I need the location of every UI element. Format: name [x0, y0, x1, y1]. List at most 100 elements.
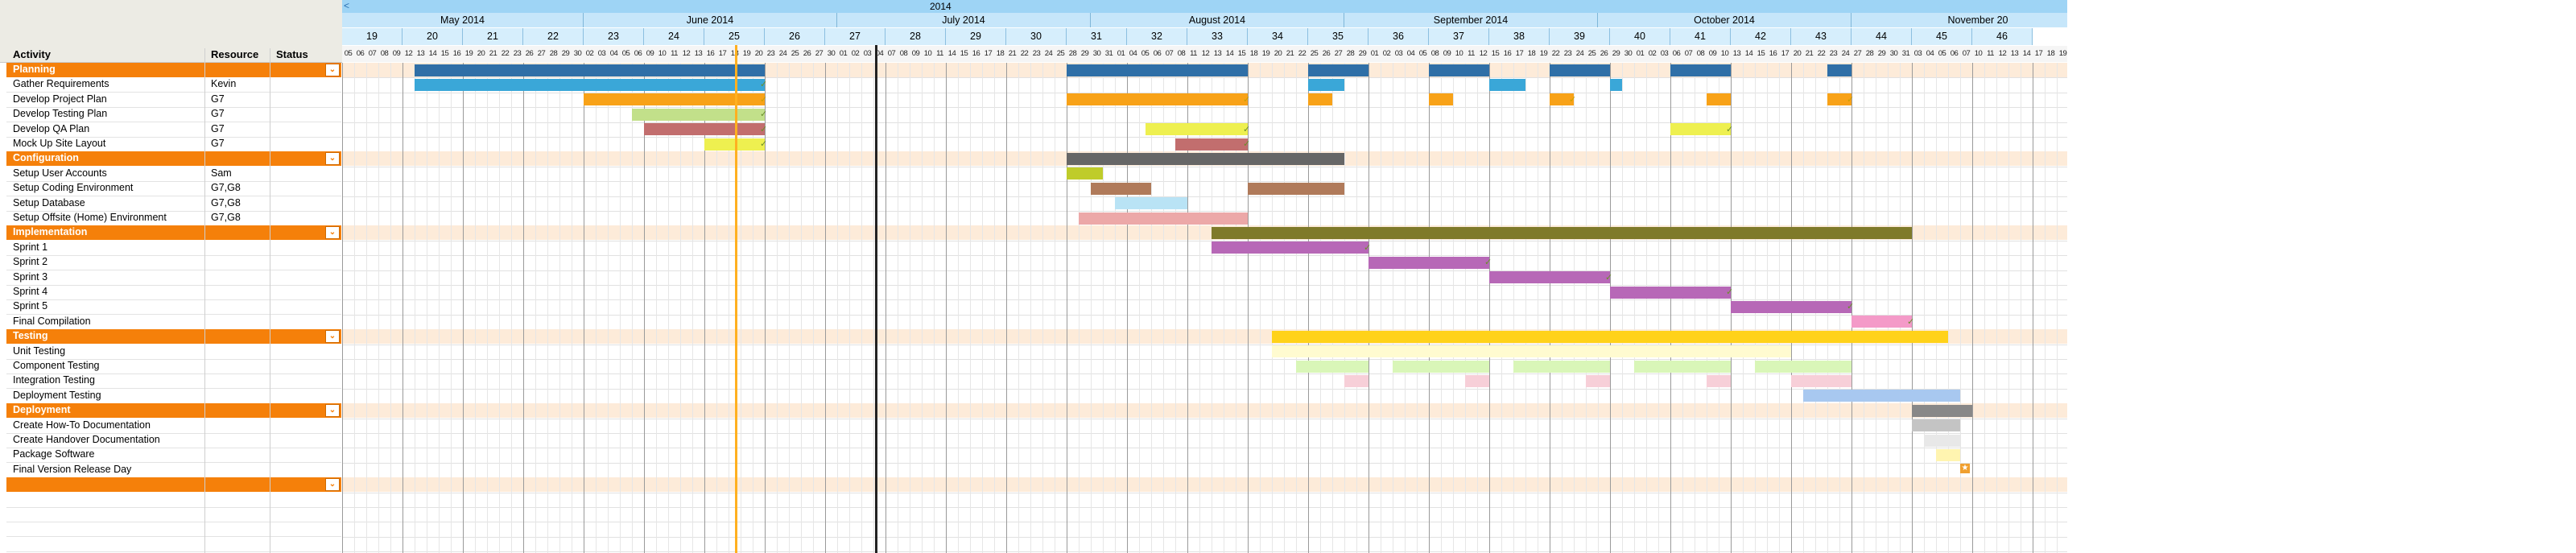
task-row[interactable]: Sprint 2 [6, 255, 341, 271]
collapse-chevron-icon[interactable]: ⌄ [325, 330, 340, 344]
task-row[interactable]: Component Testing [6, 359, 341, 374]
task-row[interactable]: Create Handover Documentation [6, 433, 341, 448]
collapse-chevron-icon[interactable]: ⌄ [325, 152, 340, 166]
task-bar[interactable] [1067, 93, 1248, 106]
task-bar[interactable] [584, 93, 765, 106]
task-bar[interactable] [1610, 286, 1731, 299]
task-row[interactable]: Package Software [6, 448, 341, 464]
task-bar[interactable] [1707, 374, 1731, 387]
task-bar[interactable] [1586, 374, 1610, 387]
task-bar[interactable] [1791, 374, 1852, 387]
task-bar[interactable] [415, 78, 765, 91]
task-bar[interactable] [1091, 182, 1151, 195]
release-star-icon[interactable]: ★ [1960, 464, 1970, 474]
task-bar[interactable] [1610, 78, 1622, 91]
task-bar[interactable] [644, 123, 765, 136]
column-header-status[interactable]: Status [276, 48, 308, 60]
column-divider[interactable] [204, 48, 205, 553]
task-bar[interactable] [1489, 78, 1525, 91]
task-bar[interactable] [1936, 448, 1960, 461]
task-bar[interactable] [1296, 360, 1368, 373]
group-row[interactable]: Planning⌄ [6, 63, 341, 77]
task-bar[interactable] [1308, 78, 1344, 91]
task-bar[interactable] [1368, 256, 1489, 269]
task-row[interactable]: Create How-To Documentation [6, 419, 341, 434]
task-bar[interactable] [1212, 226, 1912, 239]
task-row[interactable] [6, 537, 341, 552]
task-bar[interactable] [1429, 64, 1489, 76]
task-bar[interactable] [1344, 374, 1368, 387]
task-row[interactable] [6, 522, 341, 538]
task-bar[interactable] [1248, 182, 1344, 195]
task-bar[interactable] [1115, 197, 1187, 210]
task-bar[interactable] [1912, 404, 1972, 417]
task-bar[interactable] [632, 108, 765, 121]
task-bar[interactable] [1079, 212, 1248, 225]
collapse-chevron-icon[interactable]: ⌄ [325, 226, 340, 240]
column-header-resource[interactable]: Resource [211, 48, 259, 60]
task-bar[interactable] [1550, 64, 1610, 76]
task-bar[interactable] [1489, 271, 1610, 284]
task-bar[interactable] [1212, 241, 1368, 254]
task-bar[interactable] [1634, 360, 1731, 373]
chart-body[interactable]: ✓✓✓✓✓✓✓✓✓✓✓✓✓✓✓✓✓★ [342, 63, 2067, 553]
task-row[interactable]: Deployment Testing [6, 389, 341, 404]
task-bar[interactable] [1465, 374, 1489, 387]
task-row[interactable]: Sprint 3 [6, 270, 341, 286]
task-bar[interactable] [1145, 123, 1248, 136]
task-row[interactable]: Sprint 1 [6, 241, 341, 256]
day-cell: 29 [1356, 46, 1368, 62]
task-bar[interactable] [1308, 64, 1368, 76]
collapse-chevron-icon[interactable]: ⌄ [325, 64, 340, 76]
task-bar[interactable] [1067, 152, 1344, 165]
group-row[interactable]: Deployment⌄ [6, 403, 341, 419]
task-row[interactable]: Final Compilation [6, 315, 341, 330]
task-bar[interactable] [1670, 123, 1731, 136]
task-row[interactable] [6, 493, 341, 508]
task-row[interactable] [6, 507, 341, 522]
task-bar[interactable] [1393, 360, 1489, 373]
task-bar[interactable] [1827, 93, 1852, 106]
task-bar[interactable] [1803, 390, 1960, 402]
task-bar[interactable] [1272, 330, 1948, 343]
task-bar[interactable] [1731, 300, 1852, 313]
group-row[interactable]: Implementation⌄ [6, 225, 341, 241]
task-bar[interactable] [1852, 316, 1912, 328]
group-row[interactable]: Configuration⌄ [6, 151, 341, 167]
task-bar[interactable] [1924, 434, 1960, 447]
task-row[interactable]: Final Version Release Day [6, 463, 341, 478]
nav-prev-arrow-icon[interactable]: < [344, 0, 350, 11]
task-bar[interactable] [1707, 93, 1731, 106]
collapse-chevron-icon[interactable]: ⌄ [325, 404, 340, 418]
task-bar[interactable] [1175, 138, 1248, 151]
task-bar[interactable] [1827, 64, 1852, 76]
column-header-activity[interactable]: Activity [13, 48, 51, 60]
task-bar[interactable] [1067, 64, 1248, 76]
task-bar[interactable] [1308, 93, 1332, 106]
group-row[interactable]: Testing⌄ [6, 329, 341, 345]
task-bar[interactable] [1755, 360, 1852, 373]
group-row[interactable]: ⌄ [6, 477, 341, 493]
task-row[interactable]: Sprint 5 [6, 299, 341, 316]
task-bar[interactable] [1067, 167, 1103, 180]
task-bar[interactable] [1429, 93, 1453, 106]
task-row[interactable]: Unit Testing [6, 345, 341, 360]
task-bar[interactable] [415, 64, 765, 76]
task-row[interactable]: Sprint 4 [6, 285, 341, 300]
task-row[interactable]: Integration Testing [6, 373, 341, 390]
task-bar[interactable] [1513, 360, 1610, 373]
task-bar[interactable] [1550, 93, 1574, 106]
task-bar[interactable] [1912, 419, 1960, 432]
task-bar[interactable] [1272, 345, 1791, 358]
task-bar[interactable] [1670, 64, 1731, 76]
collapse-chevron-icon[interactable]: ⌄ [325, 478, 340, 492]
